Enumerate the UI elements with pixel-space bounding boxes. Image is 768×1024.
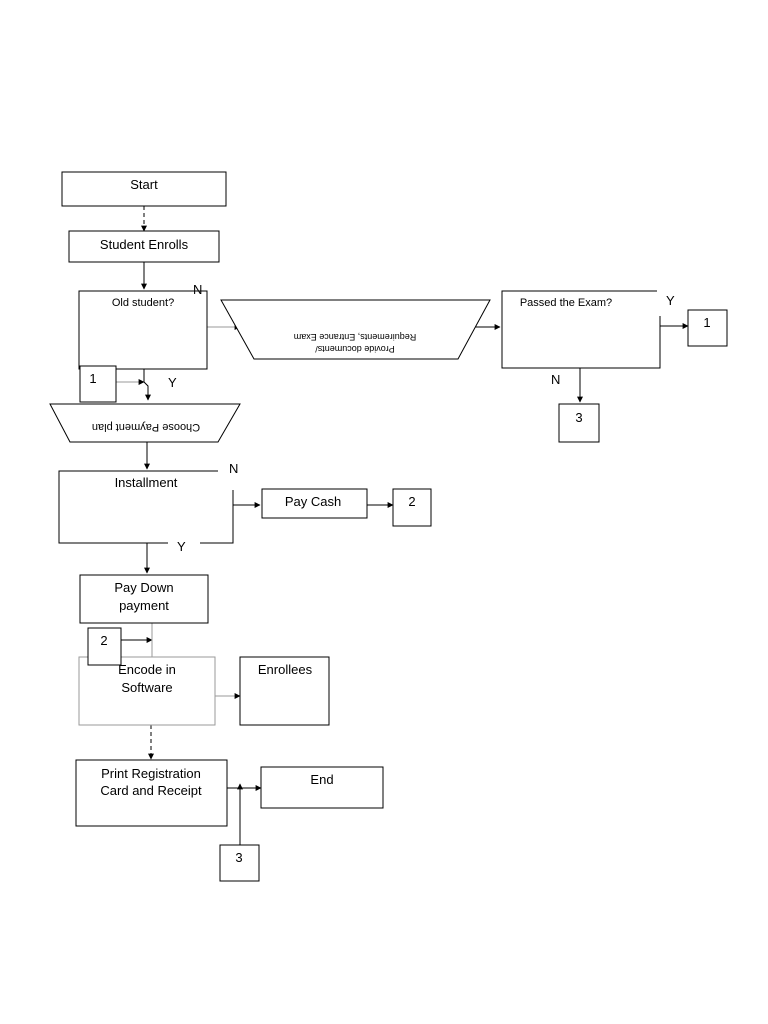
pay-cash-box: [261, 488, 368, 519]
encode-box: [78, 656, 216, 726]
enrollees-box: [239, 656, 330, 726]
print-registration-label-1: Print Registration: [101, 766, 201, 781]
print-registration-box: [75, 759, 228, 827]
encode-label-2: Software: [121, 680, 172, 695]
installment-yes-label: Y: [177, 539, 186, 554]
print-registration-label-2: Card and Receipt: [100, 783, 202, 798]
choose-payment-label: Choose Payment plan: [92, 421, 200, 433]
provide-documents-shape: [220, 299, 491, 360]
provide-documents-label-2: Requirements, Entrance Exam: [294, 332, 417, 342]
arrow-old-choose: [143, 369, 151, 401]
connector-3-passed-label: 3: [575, 410, 582, 425]
provide-documents-label-1: Provide documents/: [315, 344, 395, 354]
pay-down-label-2: payment: [119, 598, 169, 613]
connector-1-left-label: 1: [89, 371, 96, 386]
start-label: Start: [130, 177, 158, 192]
connector-3-passed: [558, 403, 600, 443]
start-box: [61, 171, 227, 207]
student-enrolls-box: [68, 230, 220, 263]
connector-1-left: [79, 365, 117, 403]
pay-down-label-1: Pay Down: [114, 580, 173, 595]
connector-2-left-label: 2: [100, 633, 107, 648]
connector-3-bottom: [219, 844, 260, 882]
connector-1-right: [687, 309, 728, 347]
end-box: [260, 766, 384, 809]
old-student-no-label: N: [193, 282, 202, 297]
pay-cash-label: Pay Cash: [285, 494, 341, 509]
connector-2-right-label: 2: [408, 494, 415, 509]
old-student-box: [78, 290, 208, 370]
encode-label-1: Encode in: [118, 662, 176, 677]
old-student-label: Old student?: [112, 297, 174, 309]
passed-exam-label: Passed the Exam?: [520, 297, 612, 309]
choose-payment-shape: [49, 403, 241, 443]
connector-1-right-label: 1: [703, 315, 710, 330]
old-student-yes-label: Y: [168, 375, 177, 390]
passed-exam-yes-label: Y: [666, 293, 675, 308]
enrollees-label: Enrollees: [258, 662, 313, 677]
connector-2-right: [392, 488, 432, 527]
end-label: End: [310, 772, 333, 787]
installment-label: Installment: [115, 475, 178, 490]
installment-box: [58, 470, 234, 544]
pay-down-box: [79, 574, 209, 624]
passed-exam-no-label: N: [551, 372, 560, 387]
connector-2-left: [87, 627, 122, 666]
installment-no-label: N: [229, 461, 238, 476]
connector-3-bottom-label: 3: [235, 850, 242, 865]
student-enrolls-label: Student Enrolls: [100, 237, 189, 252]
passed-exam-box: [501, 290, 661, 369]
